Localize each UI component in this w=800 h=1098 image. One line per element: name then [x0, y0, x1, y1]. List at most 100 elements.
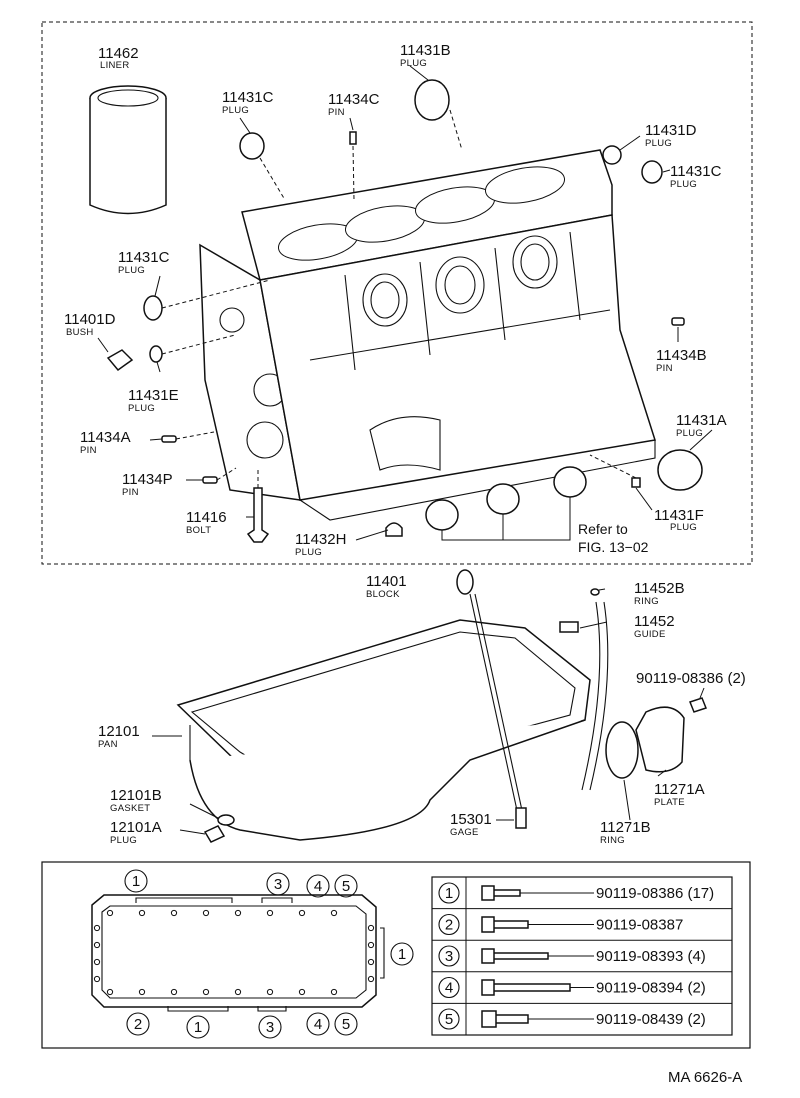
plug-11431D-shape	[602, 145, 622, 165]
plug-12101A-shape	[203, 825, 226, 843]
legend-part-5: 90119-08439 (2)	[596, 1011, 706, 1028]
bolt-icon-1	[481, 885, 521, 901]
gasket-bracket-right-1	[380, 927, 385, 979]
plate-11271A-shape	[635, 706, 685, 773]
gasket-bolt-hole	[202, 909, 210, 917]
label-11434A-desc: PIN	[80, 445, 97, 456]
label-11431B-desc: PLUG	[400, 58, 427, 69]
label-11434A-number: 11434A	[80, 429, 131, 446]
label-12101-desc: PAN	[98, 739, 118, 750]
gasket-marker-right-1: 1	[398, 946, 406, 963]
gasket-bolt-hole	[106, 909, 114, 917]
bolt-icon-3	[481, 948, 549, 964]
gasket-bolt-hole	[138, 988, 146, 996]
label-11434B-desc: PIN	[656, 363, 673, 374]
label-11434C-desc: PIN	[328, 107, 345, 118]
bush-11401D-shape	[106, 349, 134, 372]
legend-num-3: 3	[445, 948, 453, 965]
gasket-bolt-hole	[266, 988, 274, 996]
label-11416-number: 11416	[186, 509, 227, 526]
footer-code: MA 6626-A	[668, 1069, 742, 1086]
label-11401-number: 11401	[366, 573, 407, 590]
label-11452B-number: 11452B	[634, 580, 685, 597]
label-11431F-number: 11431F	[654, 507, 704, 524]
gasket-bolt-hole	[234, 909, 242, 917]
gasket-marker-bottom-3: 3	[266, 1019, 274, 1036]
plug-11431E-shape	[149, 345, 163, 363]
gasket-marker-bottom-1: 1	[194, 1019, 202, 1036]
gasket-bracket-bottom-1	[167, 1006, 229, 1012]
bolt-90119-08386-shape	[689, 697, 707, 713]
plug-11431A-shape	[657, 449, 703, 491]
label-11431E-desc: PLUG	[128, 403, 155, 414]
gasket-bolt-hole	[138, 909, 146, 917]
gasket-bolt-hole	[298, 988, 306, 996]
gage-15301-illustration	[456, 569, 527, 829]
label-11462-number: 11462	[98, 45, 139, 62]
gasket-bracket-top-1	[135, 897, 233, 903]
oil-pan-12101-illustration	[176, 619, 591, 841]
label-11271B-number: 11271B	[600, 819, 651, 836]
pan-gasket-outline	[91, 894, 377, 1008]
gasket-bolt-hole	[367, 958, 375, 966]
label-11431A-desc: PLUG	[676, 428, 703, 439]
label-11434P-desc: PIN	[122, 487, 139, 498]
label-11431F-desc: PLUG	[670, 522, 697, 533]
gasket-marker-bottom-5: 5	[342, 1016, 350, 1033]
label-12101B-desc: GASKET	[110, 803, 150, 814]
gasket-bolt-hole	[330, 909, 338, 917]
part-labels: 11462 LINER 11431B PLUG 11431C PLUG 1143…	[64, 42, 746, 846]
gasket-bolt-hole	[106, 988, 114, 996]
label-11432H-desc: PLUG	[295, 547, 322, 558]
gasket-bracket-bottom-3	[257, 1006, 287, 1012]
plug-11432H-shape	[385, 522, 403, 537]
pin-11434P-shape	[202, 476, 218, 484]
gasket-bolt-hole	[170, 988, 178, 996]
guide-11452-illustration	[559, 588, 609, 791]
label-11401D-desc: BUSH	[66, 327, 94, 338]
bolt-11416-shape	[246, 487, 270, 543]
reference-line-2: FIG. 13−02	[578, 539, 649, 555]
liner-11462-illustration	[89, 85, 167, 215]
gasket-marker-top-4: 4	[314, 878, 322, 895]
gasket-bolt-hole	[170, 909, 178, 917]
legend-part-1: 90119-08386 (17)	[596, 885, 714, 902]
plug-11431C-top-shape	[239, 132, 265, 160]
pin-11434C-shape	[349, 131, 357, 145]
legend-part-4: 90119-08394 (2)	[596, 980, 706, 997]
legend-part-3: 90119-08393 (4)	[596, 948, 706, 965]
plug-11431F-shape	[631, 477, 641, 488]
gasket-bolt-hole	[93, 924, 101, 932]
label-11432H-number: 11432H	[295, 531, 346, 548]
label-11401-desc: BLOCK	[366, 589, 400, 600]
gasket-12101B-shape	[217, 814, 235, 826]
label-90119-08386-number: 90119-08386 (2)	[636, 670, 746, 687]
gasket-bracket-top-3	[261, 897, 293, 903]
gasket-bolt-hole	[330, 988, 338, 996]
bearing-shell-3	[553, 466, 587, 498]
label-11431E-number: 11431E	[128, 387, 179, 404]
bearing-shell-1	[425, 499, 459, 531]
label-12101-number: 12101	[98, 723, 140, 740]
bolt-icon-2	[481, 916, 529, 933]
bolt-legend-table: 1 90119-08386 (17) 2 90119-08387 3 90119…	[431, 876, 733, 1036]
bolt-icon-4	[481, 979, 571, 996]
label-11416-desc: BOLT	[186, 525, 211, 536]
label-11434P-number: 11434P	[122, 471, 173, 488]
legend-num-2: 2	[445, 917, 453, 934]
label-11431C-left-desc: PLUG	[118, 265, 145, 276]
ring-11271B-shape	[605, 721, 639, 779]
pin-11434A-shape	[161, 435, 177, 443]
gasket-bolt-hole	[93, 941, 101, 949]
gasket-marker-top-3: 3	[274, 876, 282, 893]
gasket-marker-bottom-2: 2	[134, 1016, 142, 1033]
label-11431C-top-desc: PLUG	[222, 105, 249, 116]
label-11431B-number: 11431B	[400, 42, 451, 59]
reference-line-1: Refer to	[578, 521, 628, 537]
gasket-markers: 1 3 4 5 1 2 1 3 4 5	[124, 869, 414, 1039]
gasket-bolt-hole	[367, 941, 375, 949]
label-11462-desc: LINER	[100, 60, 129, 71]
legend-num-5: 5	[445, 1011, 453, 1028]
label-11452-number: 11452	[634, 613, 675, 630]
label-11431C-top-number: 11431C	[222, 89, 274, 106]
